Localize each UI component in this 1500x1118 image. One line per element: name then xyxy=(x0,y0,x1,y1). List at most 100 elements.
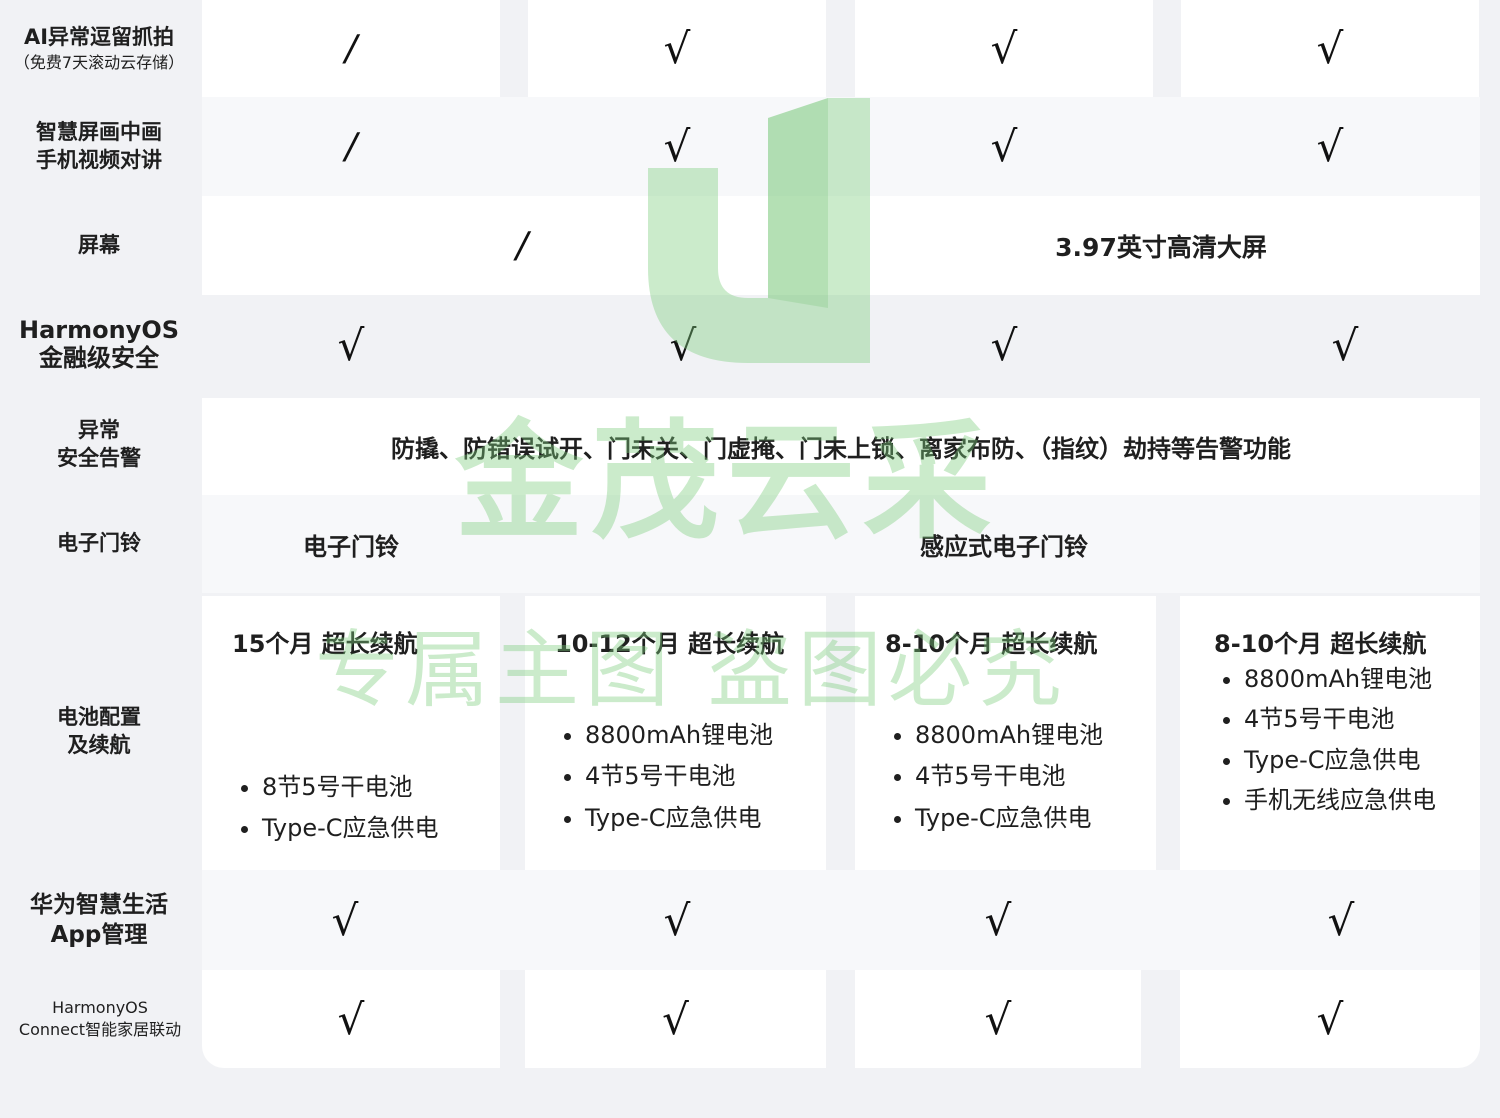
battery-col1-title: 15个月 超长续航 xyxy=(232,630,418,658)
video-call-col1: / xyxy=(202,97,500,196)
check-mark: √ xyxy=(337,320,365,370)
battery-col3: 8-10个月 超长续航 8800mAh锂电池 4节5号干电池 Type-C应急供… xyxy=(855,596,1156,870)
check-mark: √ xyxy=(663,122,691,171)
connect-col4: √ xyxy=(1180,970,1480,1068)
check-mark: √ xyxy=(669,320,697,370)
alarm-label-line2: 安全告警 xyxy=(57,446,141,470)
battery-col3-title: 8-10个月 超长续航 xyxy=(885,630,1098,658)
ai-capture-col2: √ xyxy=(528,0,826,97)
battery-col1-list: 8节5号干电池 Type-C应急供电 xyxy=(232,767,439,850)
battery-label-line2: 及续航 xyxy=(67,732,131,757)
doorbell-basic-text: 电子门铃 xyxy=(303,532,399,561)
check-mark: √ xyxy=(337,994,365,1044)
check-mark: √ xyxy=(1316,122,1344,171)
list-item: 8800mAh锂电池 xyxy=(585,715,773,756)
check-mark: √ xyxy=(984,994,1012,1044)
video-call-row-bg xyxy=(202,97,1480,196)
battery-label-line1: 电池配置 xyxy=(57,704,141,729)
battery-col4: 8-10个月 超长续航 8800mAh锂电池 4节5号干电池 Type-C应急供… xyxy=(1180,596,1480,870)
harmony-security-col3: √ xyxy=(855,295,1153,395)
check-mark: √ xyxy=(331,895,359,945)
check-mark: √ xyxy=(1327,895,1355,945)
app-col1: √ xyxy=(202,870,488,970)
battery-col4-title: 8-10个月 超长续航 xyxy=(1214,630,1427,658)
harmony-security-col4: √ xyxy=(1190,295,1500,395)
list-item: Type-C应急供电 xyxy=(915,798,1103,839)
alarm-value: 防撬、防错误试开、门未关、门虚掩、门未上锁、离家布防、（指纹）劫持等告警功能 xyxy=(202,398,1480,495)
list-item: 8800mAh锂电池 xyxy=(1244,659,1436,699)
connect-col2: √ xyxy=(525,970,826,1068)
row-label-connect: HarmonyOS Connect智能家居联动 xyxy=(0,970,200,1068)
list-item: Type-C应急供电 xyxy=(585,798,773,839)
row-label-ai-capture: AI异常逗留抓拍 （免费7天滚动云存储） xyxy=(0,0,198,97)
video-call-col2: √ xyxy=(528,97,826,196)
check-mark: √ xyxy=(990,320,1018,370)
list-item: 4节5号干电池 xyxy=(915,756,1103,797)
app-col4: √ xyxy=(1181,870,1500,970)
battery-col2-list: 8800mAh锂电池 4节5号干电池 Type-C应急供电 xyxy=(555,715,773,839)
harmony-security-col1: √ xyxy=(202,295,500,395)
slash-mark: / xyxy=(344,126,358,167)
connect-label-line1: HarmonyOS xyxy=(52,997,148,1017)
screen-label: 屏幕 xyxy=(78,232,120,257)
slash-mark: / xyxy=(344,28,358,69)
connect-col1: √ xyxy=(202,970,500,1068)
app-label-line1: 华为智慧生活 xyxy=(30,891,168,918)
list-item: 4节5号干电池 xyxy=(585,756,773,797)
ai-capture-col3: √ xyxy=(855,0,1153,97)
list-item: Type-C应急供电 xyxy=(1244,740,1436,780)
ai-capture-label: AI异常逗留抓拍 xyxy=(23,25,175,50)
check-mark: √ xyxy=(984,895,1012,945)
row-label-video-call: 智慧屏画中画 手机视频对讲 xyxy=(0,97,198,196)
check-mark: √ xyxy=(1316,24,1344,73)
row-label-screen: 屏幕 xyxy=(0,196,198,295)
app-label-line2: App管理 xyxy=(50,922,148,948)
screen-value-right: 3.97英寸高清大屏 xyxy=(842,196,1480,295)
row-label-doorbell: 电子门铃 xyxy=(0,495,198,593)
check-mark: √ xyxy=(990,24,1018,73)
alarm-features-text: 防撬、防错误试开、门未关、门虚掩、门未上锁、离家布防、（指纹）劫持等告警功能 xyxy=(391,435,1291,463)
check-mark: √ xyxy=(663,895,691,945)
connect-label-line2: Connect智能家居联动 xyxy=(18,1020,182,1039)
list-item: Type-C应急供电 xyxy=(262,808,439,849)
screen-size-text: 3.97英寸高清大屏 xyxy=(1055,232,1267,262)
doorbell-label: 电子门铃 xyxy=(57,531,141,556)
row-label-harmony-security: HarmonyOS 金融级安全 xyxy=(0,295,198,395)
list-item: 手机无线应急供电 xyxy=(1244,780,1436,820)
doorbell-value-right: 感应式电子门铃 xyxy=(528,495,1480,593)
doorbell-sensor-text: 感应式电子门铃 xyxy=(920,532,1088,561)
battery-col2-title: 10-12个月 超长续航 xyxy=(555,630,785,658)
row-label-battery: 电池配置 及续航 xyxy=(0,593,198,870)
app-col3: √ xyxy=(855,870,1141,970)
video-call-label-line2: 手机视频对讲 xyxy=(36,147,162,172)
ai-capture-sublabel: （免费7天滚动云存储） xyxy=(13,52,185,72)
video-call-col3: √ xyxy=(855,97,1153,196)
battery-col1: 15个月 超长续航 8节5号干电池 Type-C应急供电 xyxy=(202,596,500,870)
check-mark: √ xyxy=(663,24,691,73)
list-item: 8节5号干电池 xyxy=(262,767,439,808)
check-mark: √ xyxy=(662,994,689,1044)
check-mark: √ xyxy=(1316,994,1344,1044)
harmony-security-label-line1: HarmonyOS xyxy=(18,316,180,345)
ai-capture-col4: √ xyxy=(1181,0,1479,97)
doorbell-value-left: 电子门铃 xyxy=(202,495,500,593)
video-call-col4: √ xyxy=(1181,97,1479,196)
check-mark: √ xyxy=(1331,320,1359,370)
list-item: 8800mAh锂电池 xyxy=(915,715,1103,756)
screen-value-left: / xyxy=(202,196,842,295)
app-col2: √ xyxy=(528,870,826,970)
slash-mark: / xyxy=(515,225,529,266)
list-item: 4节5号干电池 xyxy=(1244,699,1436,739)
alarm-label-line1: 异常 xyxy=(78,418,120,443)
row-label-app: 华为智慧生活 App管理 xyxy=(0,870,198,970)
connect-col3: √ xyxy=(855,970,1141,1068)
harmony-security-col2: √ xyxy=(528,295,838,395)
ai-capture-col1: / xyxy=(202,0,500,97)
app-row-bg xyxy=(202,870,1480,970)
harmony-security-label-line2: 金融级安全 xyxy=(39,344,159,372)
battery-col3-list: 8800mAh锂电池 4节5号干电池 Type-C应急供电 xyxy=(885,715,1103,839)
doorbell-row-bg xyxy=(202,495,1480,593)
battery-col4-list: 8800mAh锂电池 4节5号干电池 Type-C应急供电 手机无线应急供电 xyxy=(1214,659,1436,820)
row-label-alarm: 异常 安全告警 xyxy=(0,395,198,495)
check-mark: √ xyxy=(990,122,1018,171)
